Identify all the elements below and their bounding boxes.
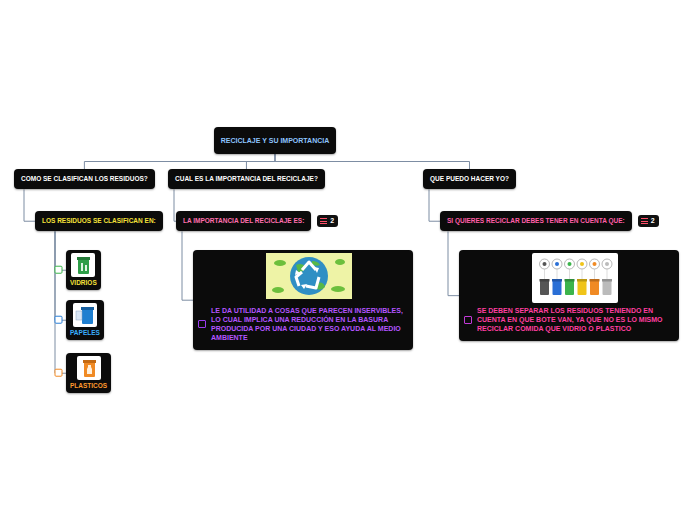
node-text: VIDRIOS xyxy=(70,279,97,287)
checkbox xyxy=(55,316,62,323)
node-text: LOS RESIDUOS SE CLASIFICAN EN: xyxy=(42,217,156,225)
node-text: PAPELES xyxy=(70,329,100,337)
content-card: SE DEBEN SEPARAR LOS RESIDUOS TENIENDO E… xyxy=(459,250,679,341)
node-text: LE DA UTILIDAD A COSAS QUE PARECEN INSER… xyxy=(211,306,403,342)
count-badge: 2 xyxy=(317,215,338,227)
topic-box: RECICLAJE Y SU IMPORTANCIA xyxy=(214,127,337,154)
connector xyxy=(55,231,66,270)
topic-box: COMO SE CLASIFICAN LOS RESIDUOS? xyxy=(14,169,155,189)
topic-box: CUAL ES LA IMPORTANCIA DEL RECICLAJE? xyxy=(168,169,325,189)
node-text: COMO SE CLASIFICAN LOS RESIDUOS? xyxy=(21,175,148,183)
connector xyxy=(448,231,459,295)
node-text: RECICLAJE Y SU IMPORTANCIA xyxy=(221,136,330,145)
node-text: SE DEBEN SEPARAR LOS RESIDUOS TENIENDO E… xyxy=(477,306,669,333)
connector xyxy=(84,154,275,169)
connector xyxy=(55,231,66,373)
paper-bin-icon xyxy=(73,303,97,327)
content-card: LE DA UTILIDAD A COSAS QUE PARECEN INSER… xyxy=(193,250,413,350)
glass-bin-icon xyxy=(71,253,95,277)
connector xyxy=(182,231,193,300)
recycling-bins-illustration xyxy=(532,253,618,303)
node-text: CUAL ES LA IMPORTANCIA DEL RECICLAJE? xyxy=(175,175,318,183)
plastic-bin-icon xyxy=(77,356,101,380)
connector xyxy=(55,231,66,320)
checkbox xyxy=(55,266,62,273)
connector xyxy=(246,154,275,169)
category-card: PLASTICOS xyxy=(66,353,111,393)
node-text: SI QUIERES RECICLAR DEBES TENER EN CUENT… xyxy=(447,217,625,225)
topic-box: LA IMPORTANCIA DEL RECICLAJE ES: xyxy=(176,211,311,231)
category-card: VIDRIOS xyxy=(66,250,101,290)
node-text: PLASTICOS xyxy=(70,382,107,390)
category-card: PAPELES xyxy=(66,300,104,340)
checkbox xyxy=(464,316,472,324)
topic-box: QUE PUEDO HACER YO? xyxy=(423,169,516,189)
connector xyxy=(429,189,440,221)
connector xyxy=(275,154,470,169)
checkbox xyxy=(198,320,206,328)
node-text: QUE PUEDO HACER YO? xyxy=(430,175,509,183)
node-text: LA IMPORTANCIA DEL RECICLAJE ES: xyxy=(183,217,304,225)
recycling-globe-illustration xyxy=(266,253,352,299)
topic-box: LOS RESIDUOS SE CLASIFICAN EN: xyxy=(35,211,163,231)
checkbox xyxy=(55,369,62,376)
topic-box: SI QUIERES RECICLAR DEBES TENER EN CUENT… xyxy=(440,211,632,231)
badge-number: 2 xyxy=(330,217,334,224)
count-badge: 2 xyxy=(638,215,659,227)
badge-number: 2 xyxy=(651,217,655,224)
connector xyxy=(24,189,35,221)
